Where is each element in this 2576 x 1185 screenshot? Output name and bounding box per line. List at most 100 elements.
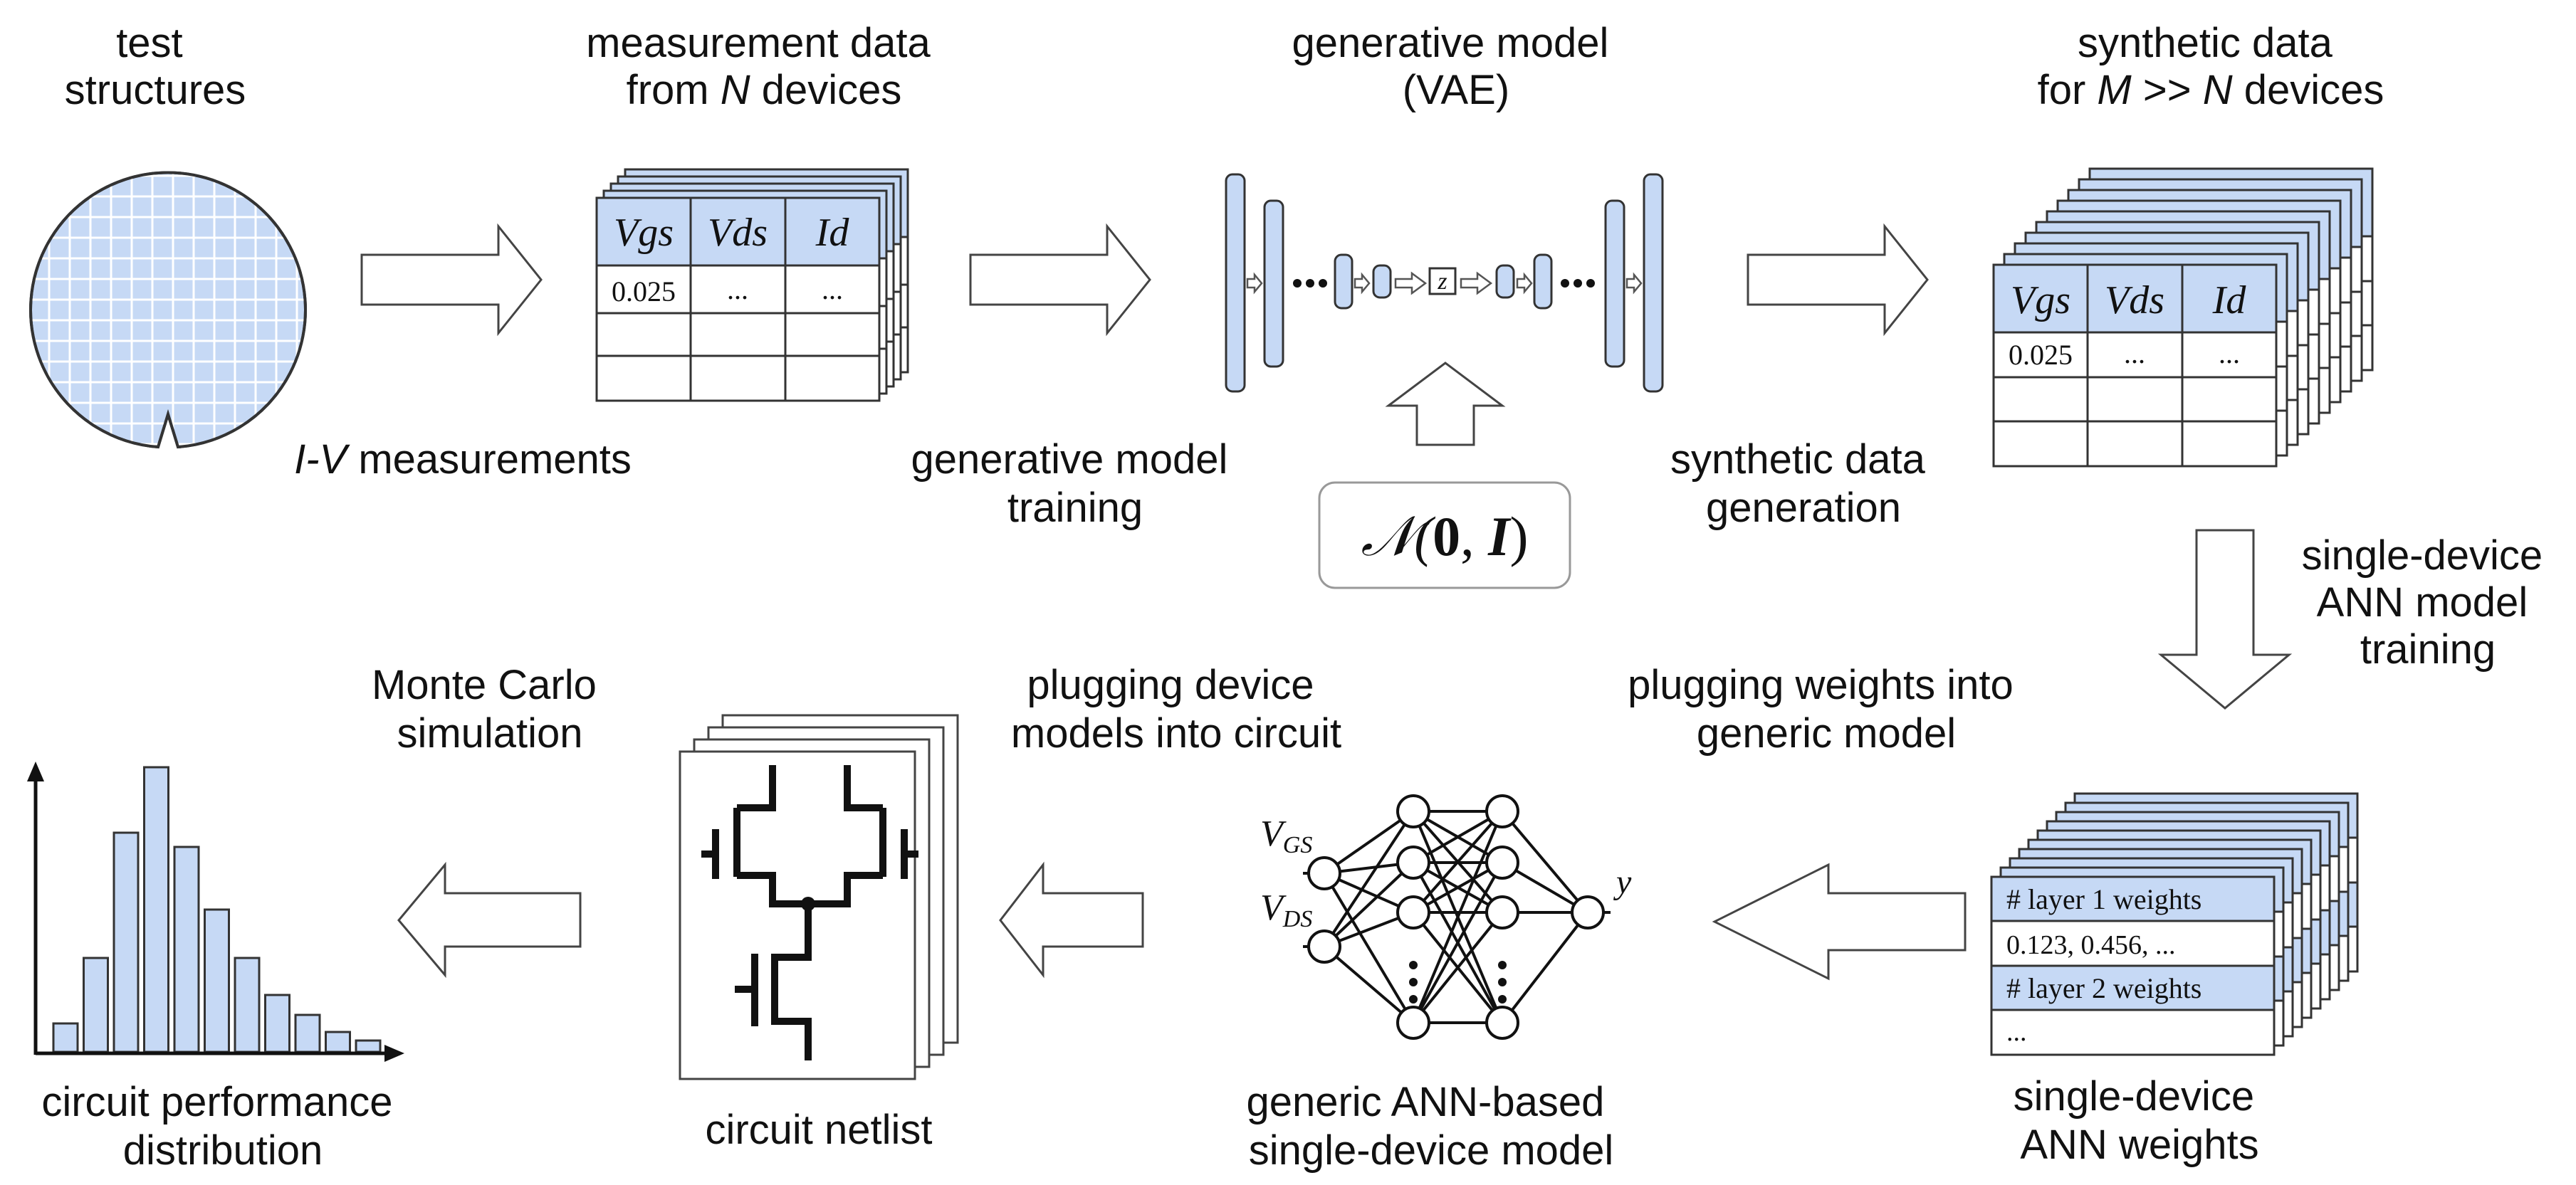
histogram-bars [52, 766, 382, 1053]
vae-layer-bar [1225, 173, 1246, 393]
arrow-noise-to-vae [1385, 362, 1506, 446]
generic-ann-label: generic ANN-based single-device model [1246, 1079, 1616, 1174]
histogram [27, 762, 404, 1062]
histogram-bar [52, 1022, 79, 1053]
nn-edge [1412, 862, 1504, 1023]
histogram-bar [234, 957, 261, 1053]
weights-row-2: 0.123, 0.456, ... [2006, 930, 2176, 960]
normal-distribution-label: 𝒩(0, I) [1361, 505, 1528, 567]
nn-edge [1501, 911, 1589, 1024]
test-structures-label: test structures [65, 20, 246, 113]
measurement-table: Vgs Vds Id 0.025 ... ... [595, 196, 881, 402]
circuit-schematic [701, 765, 918, 1060]
vae-layer-bar [1533, 253, 1553, 310]
iv-measurements-label: I-V measurements [294, 436, 632, 483]
synth-header-id: Id [2212, 278, 2247, 322]
vae-layer-bar [1334, 253, 1354, 310]
netlist-stack [679, 714, 959, 1080]
nn-edge [1323, 872, 1415, 1024]
weights-row-3: # layer 2 weights [2006, 972, 2201, 1004]
nn-node [1485, 846, 1519, 880]
nn-node [1396, 846, 1430, 880]
synth-header-vds: Vds [2105, 278, 2164, 322]
table-header-vds: Vds [708, 211, 768, 255]
synth-cell-id: ... [2219, 337, 2240, 369]
table-header-vgs: Vgs [614, 211, 674, 255]
histogram-y-arrowhead [27, 762, 44, 781]
synthetic-generation-label: synthetic data generation [1670, 436, 1937, 531]
nn-node [1396, 794, 1430, 828]
nn-node [1307, 929, 1341, 964]
nn-node [1307, 856, 1341, 890]
vae-layer-bar [1263, 199, 1284, 368]
weights-table: # layer 1 weights 0.123, 0.456, ... # la… [1990, 875, 2276, 1056]
nn-edge [1323, 945, 1415, 1024]
synth-cell-vgs: 0.025 [2009, 339, 2073, 371]
nn-edge [1323, 810, 1415, 875]
histogram-bar [355, 1039, 382, 1053]
arrow-wafer-to-data [360, 223, 543, 337]
nn-edge [1323, 810, 1415, 948]
plugging-weights-label: plugging weights into generic model [1628, 662, 2025, 757]
vae-latent-label: z [1437, 268, 1447, 295]
nn-node [1571, 895, 1605, 929]
nn-nodes [1307, 794, 1605, 1040]
histogram-bar [143, 766, 169, 1053]
histogram-x-arrowhead [384, 1045, 404, 1062]
vae-layer-bar [1372, 264, 1392, 299]
nn-node [1485, 1006, 1519, 1040]
synthetic-table: Vgs Vds Id 0.025 ... ... [1992, 263, 2278, 468]
synth-header-vgs: Vgs [2011, 278, 2070, 322]
nn-node [1396, 1006, 1430, 1040]
ann-weights-label: single-device ANN weights [2014, 1073, 2266, 1168]
generative-model-label: generative model (VAE) [1292, 20, 1620, 113]
nn-ellipsis [1409, 961, 1507, 1004]
weights-row-4: ... [2006, 1017, 2027, 1047]
nn-node [1485, 895, 1519, 929]
synthetic-data-label: synthetic data for M >> N devices [2038, 20, 2384, 113]
neural-network: VGS VDS y [1260, 794, 1632, 1040]
arrow-weights-to-ann [1712, 863, 1967, 981]
vae-ellipsis [1293, 279, 1595, 288]
table-cell-id: ... [822, 273, 843, 305]
nn-node [1396, 895, 1430, 929]
table-cell-vgs: 0.025 [612, 275, 676, 307]
histogram-bar [325, 1031, 351, 1053]
nn-output-y: y [1613, 863, 1632, 901]
monte-carlo-label: Monte Carlo simulation [372, 662, 608, 757]
vae-small-arrows [1246, 271, 1643, 295]
arrow-vae-to-synth [1747, 223, 1929, 337]
nn-node [1485, 794, 1519, 828]
measurement-data-label: measurement data from N devices [586, 20, 942, 113]
nn-edge [1323, 861, 1415, 948]
arrow-data-to-vae [969, 223, 1151, 337]
histogram-bar [204, 908, 230, 1053]
histogram-bar [83, 957, 109, 1053]
arrow-ann-to-netlist [999, 861, 1144, 979]
histogram-bar [112, 831, 140, 1053]
wafer-icon [29, 171, 307, 449]
synth-cell-vds: ... [2124, 337, 2145, 369]
nn-edge [1413, 810, 1503, 864]
arrow-netlist-to-hist [397, 861, 582, 979]
vae-diagram: z [1225, 173, 1664, 393]
circuit-node-dot [801, 897, 815, 911]
plugging-models-label: plugging device models into circuit [1011, 662, 1341, 757]
histogram-bar [173, 846, 200, 1053]
nn-edge [1412, 811, 1504, 1023]
vae-layer-bar [1495, 264, 1515, 299]
ann-training-label: single-device ANN model training [2302, 532, 2555, 673]
arrow-synth-to-weights [2157, 529, 2293, 710]
vae-layer-bar [1604, 199, 1625, 368]
generative-training-label: generative model training [911, 436, 1239, 531]
nn-edges [1303, 810, 1589, 1024]
nn-input-vds: VDS [1260, 888, 1312, 932]
histogram-bar [264, 994, 290, 1053]
table-header-id: Id [815, 211, 850, 255]
vae-layer-bar [1643, 173, 1664, 393]
weights-row-1: # layer 1 weights [2006, 883, 2201, 915]
table-cell-vds: ... [727, 273, 748, 305]
nn-edge [1501, 810, 1589, 914]
nn-input-vgs: VGS [1260, 813, 1312, 858]
